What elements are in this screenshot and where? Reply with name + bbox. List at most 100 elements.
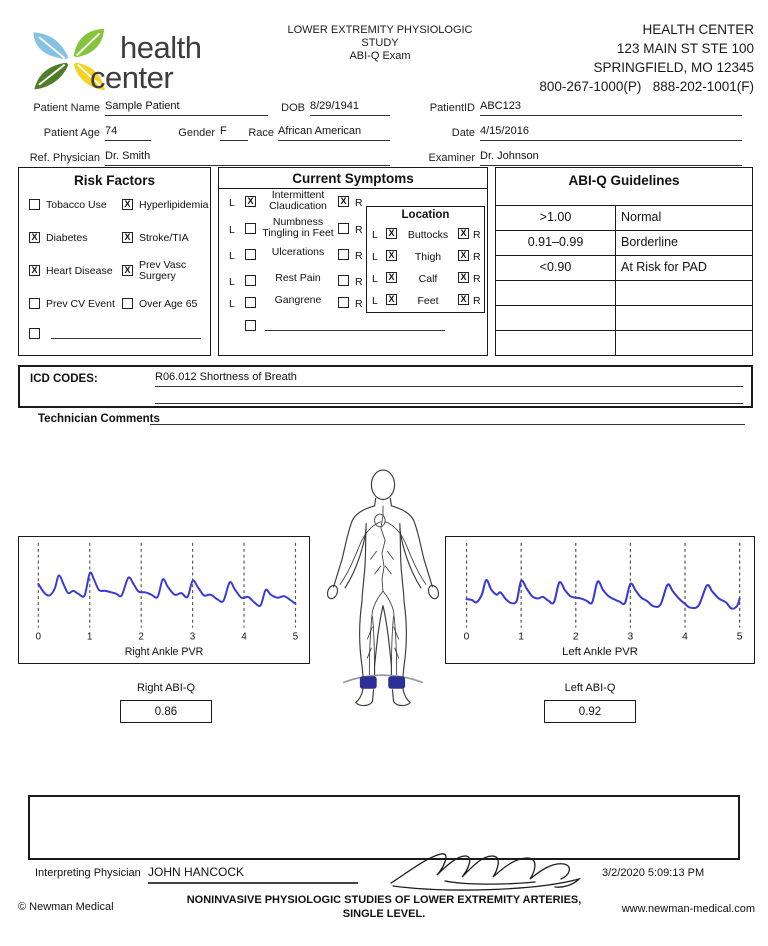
right-letter: R [473,251,481,263]
left-ankle-cuff [388,676,406,689]
left-letter: L [229,224,235,236]
guideline-row [496,329,752,355]
x-tick-label: 0 [464,632,470,643]
study-description: NONINVASIVE PHYSIOLOGIC STUDIES OF LOWER… [186,894,582,920]
checkbox-claudication-left: X [245,196,256,207]
title-line-3: ABI-Q Exam [349,50,411,62]
risk-label: Heart Disease [46,265,113,277]
risk-label: Diabetes [46,232,88,244]
checkbox-gangrene-right [338,297,349,308]
checkbox-symptom-other [245,320,256,331]
right-letter: R [473,229,481,241]
checkbox-numbness-left [245,223,256,234]
technician-comments-line [150,411,745,425]
left-letter: L [372,229,378,241]
location-section: Location L X Buttocks X R L X Thigh X R … [366,206,485,313]
risk-label: Tobacco Use [46,199,107,211]
current-symptoms-section: Current Symptoms L X Intermittent Claudi… [218,167,488,356]
checkbox-rest-pain-right [338,275,349,286]
checkbox-stroke-tia: X [122,232,133,243]
left-abiq-value: 0.92 [578,706,602,718]
report-title: LOWER EXTREMITY PHYSIOLOGIC STUDY ABI-Q … [240,24,520,63]
x-tick-label: 4 [682,632,688,643]
risk-label: Over Age 65 [139,298,198,310]
guideline-row: >1.00 Normal [496,204,752,230]
clinic-name: HEALTH CENTER [642,22,754,37]
signature [390,853,582,891]
website-link: www.newman-medical.com [621,903,755,915]
dob-value: 8/29/1941 [310,100,390,116]
checkbox-thigh-right: X [458,250,469,261]
checkbox-diabetes: X [29,232,40,243]
current-symptoms-title: Current Symptoms [219,171,487,189]
right-letter: R [355,197,363,209]
left-letter: L [372,273,378,285]
checkbox-heart-disease: X [29,265,40,276]
guideline-row: 0.91–0.99 Borderline [496,229,752,255]
x-tick-label: 5 [737,632,743,643]
guidelines-title: ABI-Q Guidelines [568,173,680,188]
location-title: Location [401,209,450,221]
guideline-row: <0.90 At Risk for PAD [496,254,752,280]
examiner-value: Dr. Johnson [480,150,742,166]
risk-label: Prev Vasc Surgery [139,259,187,282]
right-letter: R [355,250,363,262]
right-abiq-value-box: 0.86 [120,700,212,723]
icd-codes-label: ICD CODES: [30,373,98,385]
copyright-text: © Newman Medical [18,901,114,913]
clinic-address2: SPRINGFIELD, MO 12345 [593,60,754,75]
x-tick-label: 2 [573,632,579,643]
x-tick-label: 3 [190,631,195,642]
guideline-row [496,304,752,330]
checkbox-calf-left: X [386,272,397,283]
technician-comments-label: Technician Comments [38,413,160,425]
clinic-fax: 888-202-1001(F) [652,79,754,94]
symptom-label: Intermittent Claudication [269,189,327,212]
title-line-1: LOWER EXTREMITY PHYSIOLOGIC [287,24,473,36]
x-tick-label: 0 [36,631,42,642]
patient-id-label: PatientID [429,102,475,114]
checkbox-hyperlipidemia: X [122,199,133,210]
risk-label: Hyperlipidemia [139,199,209,211]
icd-line-2 [155,389,743,404]
checkbox-rest-pain-left [245,275,256,286]
risk-label: Prev CV Event [46,298,115,310]
right-letter: R [473,273,481,285]
gender-label: Gender [178,127,215,139]
ref-physician-value: Dr. Smith [105,150,390,166]
location-label: Thigh [414,251,442,263]
guideline-row [496,279,752,305]
interpreting-physician-label: Interpreting Physician [35,867,141,879]
checkbox-feet-left: X [386,294,397,305]
x-tick-label: 1 [87,631,92,642]
left-letter: L [372,251,378,263]
checkbox-gangrene-left [245,297,256,308]
risk-factors-title: Risk Factors [73,173,156,188]
location-label: Calf [418,273,438,285]
left-letter: L [229,250,235,262]
pvr-waveform [465,579,741,610]
left-letter: L [229,298,235,310]
left-abiq-label: Left ABI-Q [564,682,616,694]
x-tick-label: 1 [518,632,524,643]
risk-other-line [51,323,201,339]
clinic-phone: 800-267-1000(P) [539,79,642,94]
patient-age-value: 74 [105,125,151,141]
x-tick-label: 4 [241,631,247,642]
interpreting-physician-name: JOHN HANCOCK [148,865,358,884]
checkbox-claudication-right: X [338,196,349,207]
abiq-guidelines-table: ABI-Q Guidelines >1.00 Normal 0.91–0.99 … [495,167,753,356]
left-letter: L [372,295,378,307]
race-label: Race [248,127,274,139]
race-value: African American [278,125,390,141]
right-letter: R [473,295,481,307]
guideline-label [616,331,752,355]
checkbox-feet-right: X [458,294,469,305]
gender-value: F [220,125,248,141]
left-letter: L [229,197,235,209]
icd-line-1: R06.012 Shortness of Breath [155,371,743,387]
checkbox-risk-other [29,328,40,339]
x-tick-label: 5 [293,631,299,642]
